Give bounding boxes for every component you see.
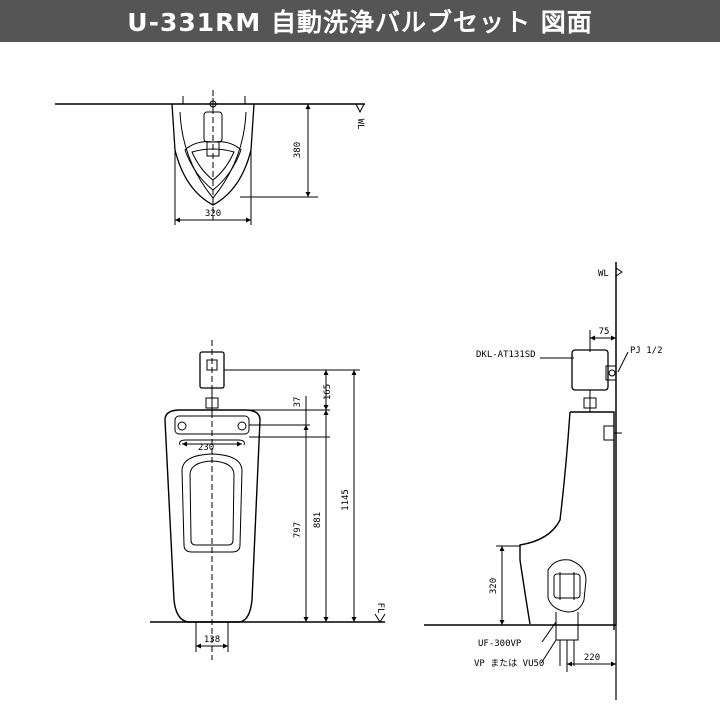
side-wall-mark: WL bbox=[598, 269, 609, 279]
side-valve-part-label: DKL-AT131SD bbox=[476, 350, 536, 360]
top-width-dim: 320 bbox=[205, 209, 221, 219]
side-drain-pipe-label: VP または VU50 bbox=[474, 658, 544, 669]
front-total-height-dim: 1145 bbox=[341, 489, 351, 511]
front-inner-top-dim: 37 bbox=[293, 397, 303, 408]
side-drain-offset-dim: 220 bbox=[584, 653, 600, 663]
front-valve-top-dim: 165 bbox=[323, 384, 333, 400]
front-spud-height-dim: 797 bbox=[293, 522, 303, 538]
side-view bbox=[424, 262, 629, 700]
front-floor-mark: FL bbox=[375, 603, 385, 614]
side-trap-part-label: UF-300VP bbox=[478, 639, 522, 649]
front-view bbox=[150, 340, 386, 660]
top-wall-mark: WL bbox=[355, 119, 365, 130]
page-title: U-331RM 自動洗浄バルブセット 図面 bbox=[127, 8, 593, 37]
title-bar: U-331RM 自動洗浄バルブセット 図面 bbox=[0, 0, 720, 42]
side-trap-height-dim: 320 bbox=[489, 578, 499, 594]
top-depth-dim: 380 bbox=[293, 142, 303, 158]
technical-drawing: 380 320 WL bbox=[55, 90, 663, 700]
front-rim-height-dim: 881 bbox=[313, 512, 323, 528]
side-valve-offset-dim: 75 bbox=[599, 327, 610, 337]
front-inner-width-dim: 230 bbox=[198, 443, 214, 453]
side-supply-pipe-label: PJ 1/2 bbox=[630, 346, 663, 356]
top-view bbox=[55, 90, 365, 225]
front-bottom-width-dim: 138 bbox=[204, 635, 220, 645]
